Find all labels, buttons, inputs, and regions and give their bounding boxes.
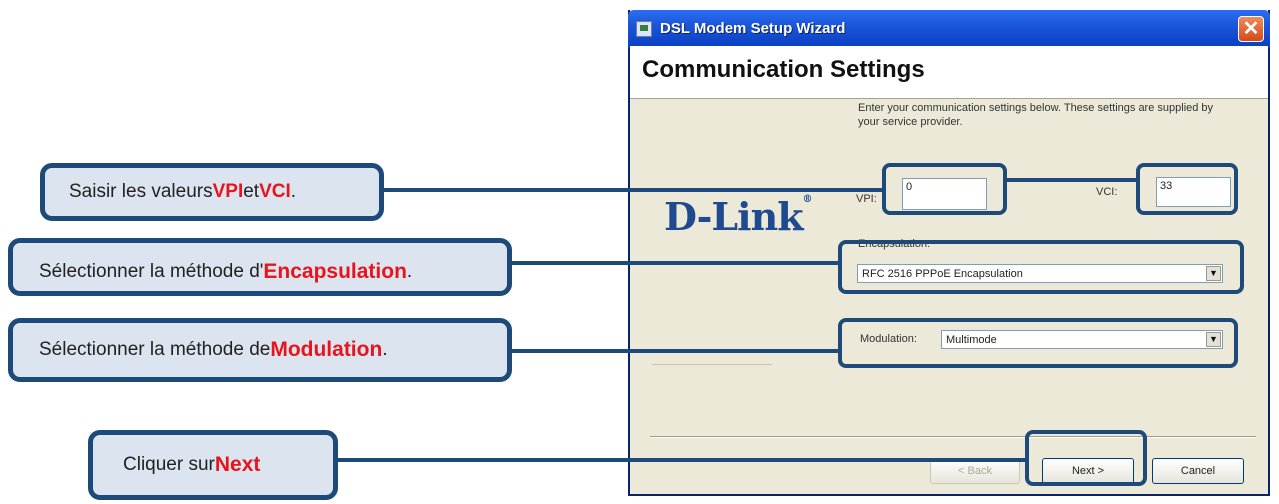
cancel-button[interactable]: Cancel <box>1152 458 1244 484</box>
next-button[interactable]: Next > <box>1042 458 1134 484</box>
back-button[interactable]: < Back <box>930 458 1020 484</box>
next-highlight-box <box>1025 430 1147 486</box>
encapsulation-select[interactable]: RFC 2516 PPPoE Encapsulation ▼ <box>857 264 1223 283</box>
encapsulation-value: RFC 2516 PPPoE Encapsulation <box>862 268 1023 280</box>
window-title: DSL Modem Setup Wizard <box>660 20 846 37</box>
connector-modulation <box>508 349 838 353</box>
title-bar[interactable]: DSL Modem Setup Wizard ✕ <box>628 10 1270 48</box>
wizard-header: Communication Settings <box>630 46 1268 99</box>
callout-vpi-vci: Saisir les valeurs VPI et VCI. <box>40 163 384 221</box>
setup-wizard-window: DSL Modem Setup Wizard ✕ Communication S… <box>628 10 1270 496</box>
encapsulation-highlight-box <box>838 240 1244 294</box>
connector-next <box>335 458 1025 462</box>
page-title: Communication Settings <box>642 56 925 83</box>
connector-vpi-vci <box>1007 178 1136 182</box>
chevron-down-icon[interactable]: ▼ <box>1206 266 1221 281</box>
vpi-input[interactable]: 0 <box>902 178 987 210</box>
vci-input[interactable]: 33 <box>1156 177 1231 207</box>
modulation-value: Multimode <box>946 334 997 346</box>
vpi-highlight-box <box>882 163 1007 215</box>
vpi-label: VPI: <box>856 193 877 205</box>
app-icon <box>636 21 652 37</box>
modulation-highlight-box <box>838 318 1238 368</box>
connector-encapsulation <box>504 261 838 265</box>
callout-next: Cliquer sur Next <box>88 430 338 500</box>
vci-label: VCI: <box>1096 186 1118 198</box>
chevron-down-icon[interactable]: ▼ <box>1206 332 1221 347</box>
separator <box>652 364 772 365</box>
footer-separator <box>650 436 1256 438</box>
callout-modulation: Sélectionner la méthode de Modulation. <box>8 318 512 382</box>
modulation-label: Modulation: <box>860 333 917 345</box>
intro-text: Enter your communication settings below.… <box>858 102 1214 128</box>
dlink-logo: D-Link® <box>664 194 813 239</box>
connector-vpi <box>380 188 882 192</box>
vci-highlight-box <box>1136 163 1238 215</box>
callout-encapsulation: Sélectionner la méthode d'Encapsulation. <box>8 238 512 296</box>
close-button[interactable]: ✕ <box>1238 16 1264 42</box>
modulation-select[interactable]: Multimode ▼ <box>941 330 1223 349</box>
